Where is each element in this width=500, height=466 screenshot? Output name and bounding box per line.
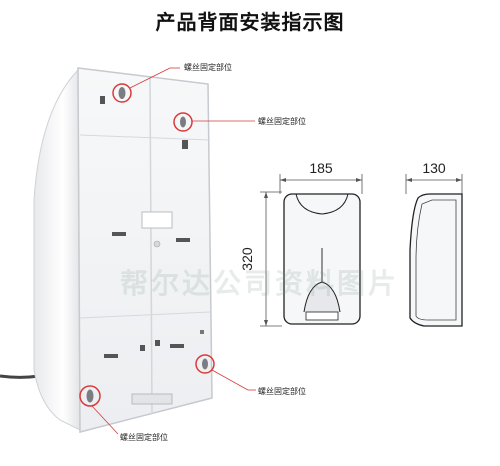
width-label: 185 (309, 160, 333, 176)
back-plate-rib (79, 134, 211, 141)
slot (112, 232, 126, 236)
callout-label-bottom-right: 螺丝固定部位 (258, 387, 306, 396)
callout-circle-bottom-left (79, 385, 101, 407)
callout-label-bottom-left: 螺丝固定部位 (120, 433, 168, 442)
slot (104, 354, 118, 358)
keyhole-bottom-left (86, 389, 94, 403)
callout-label-top-right: 螺丝固定部位 (258, 117, 306, 126)
side-view-body (409, 193, 463, 327)
side-view-inner-line (415, 199, 457, 321)
bottom-vent (131, 393, 173, 405)
front-view-nozzle (303, 281, 341, 313)
keyhole-top-right (180, 116, 186, 128)
center-recess (141, 211, 173, 229)
slot (140, 345, 145, 351)
depth-label: 130 (422, 160, 446, 176)
slot (155, 340, 160, 346)
slot (170, 344, 184, 348)
watermark: 帮尔达公司资料图片 (120, 267, 400, 300)
arrowhead (406, 178, 412, 182)
device-back-plate (77, 67, 213, 433)
keyhole-bottom-right (202, 358, 208, 370)
slot (176, 238, 190, 242)
back-plate-rib (79, 311, 211, 319)
front-view-tray (305, 311, 339, 321)
callout-circle-bottom-right (195, 354, 215, 374)
callout-label-top-left: 螺丝固定部位 (184, 63, 232, 72)
slot (182, 140, 188, 149)
arrowhead (456, 178, 462, 182)
arrowhead (264, 320, 268, 326)
center-screw-hole (153, 240, 161, 248)
slot (100, 96, 105, 104)
slot (200, 330, 204, 334)
arrowhead (356, 178, 362, 182)
height-label: 320 (239, 247, 255, 271)
leader-line-top-left (129, 67, 171, 89)
back-plate-seam (149, 77, 153, 415)
callout-circle-top-right (173, 112, 193, 132)
arrowhead (264, 192, 268, 198)
leader-line-bottom-left (91, 405, 119, 435)
callout-circle-top-left (112, 83, 132, 103)
leader-line-bottom-right (211, 369, 249, 391)
device-side-shell (33, 69, 83, 431)
diagram-title: 产品背面安装指示图 (155, 10, 345, 34)
front-view-top-cap (295, 193, 349, 215)
keyhole-top-left (118, 87, 126, 99)
arrowhead (280, 178, 286, 182)
